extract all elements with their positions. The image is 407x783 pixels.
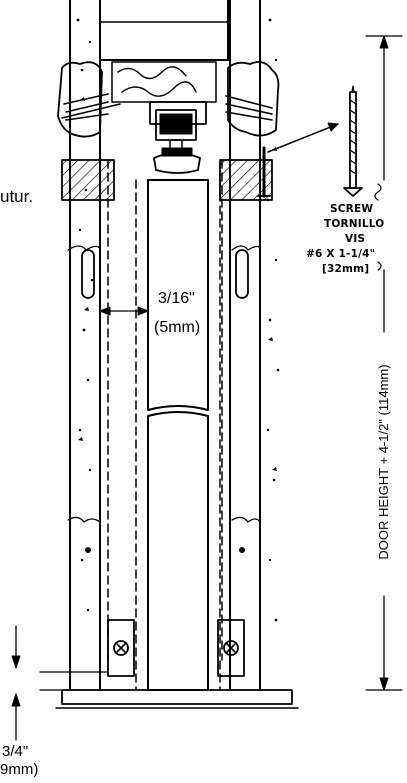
roller-hanger <box>149 101 207 174</box>
right-floor-guide <box>217 619 245 677</box>
screw-illustration <box>343 85 363 197</box>
screw-label-fr: VIS <box>345 233 366 245</box>
screw-label-es: TORNILLO <box>324 218 385 230</box>
left-wood-block <box>61 159 115 201</box>
installed-screw <box>257 146 271 198</box>
right-slot <box>235 249 249 299</box>
gap-dimension-line <box>99 306 149 316</box>
left-wall-stud <box>57 0 121 691</box>
bottom-metric-label: 9mm) <box>0 761 39 778</box>
bottom-imperial-label: 3/4" <box>2 743 29 760</box>
left-floor-guide <box>107 619 135 677</box>
header-frame <box>99 0 229 103</box>
height-dimension-label: DOOR HEIGHT + 4-1/2" (114mm) <box>376 364 391 560</box>
left-slot <box>81 249 95 299</box>
screw-label-en: SCREW <box>330 203 374 215</box>
floor-base <box>55 689 299 709</box>
left-edge-text-fragment: utur. <box>0 187 34 206</box>
screw-size-label: #6 X 1-1/4" <box>306 248 376 260</box>
bottom-dimension-line <box>11 625 109 741</box>
screw-metric-label: [32mm] <box>322 263 370 275</box>
door-panel <box>135 179 221 691</box>
screw-leader-arrow <box>267 122 339 153</box>
height-dimension-line <box>365 35 403 691</box>
drywall-texture <box>76 18 280 622</box>
gap-metric-label: (5mm) <box>154 319 201 336</box>
right-wall-stud <box>221 0 280 691</box>
gap-imperial-label: 3/16" <box>158 290 195 307</box>
